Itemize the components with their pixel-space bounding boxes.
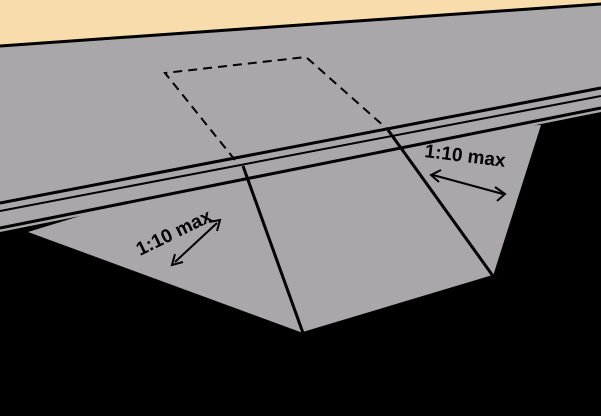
ramp-right-edge [386, 129, 495, 277]
landing-dashed-outline [163, 55, 387, 161]
right-flare [388, 125, 541, 276]
curb-line-3 [0, 106, 601, 230]
right-slope-arrow [429, 169, 507, 202]
curb-line-2 [0, 95, 601, 212]
left-slope-arrow [170, 218, 222, 267]
curb-line-top [0, 2, 601, 48]
ramp-bottom-edge [302, 275, 494, 334]
ramp-left-edge [241, 165, 305, 334]
curb-line-1 [0, 86, 601, 205]
ramp-run [243, 130, 493, 333]
left-flare [28, 166, 303, 333]
